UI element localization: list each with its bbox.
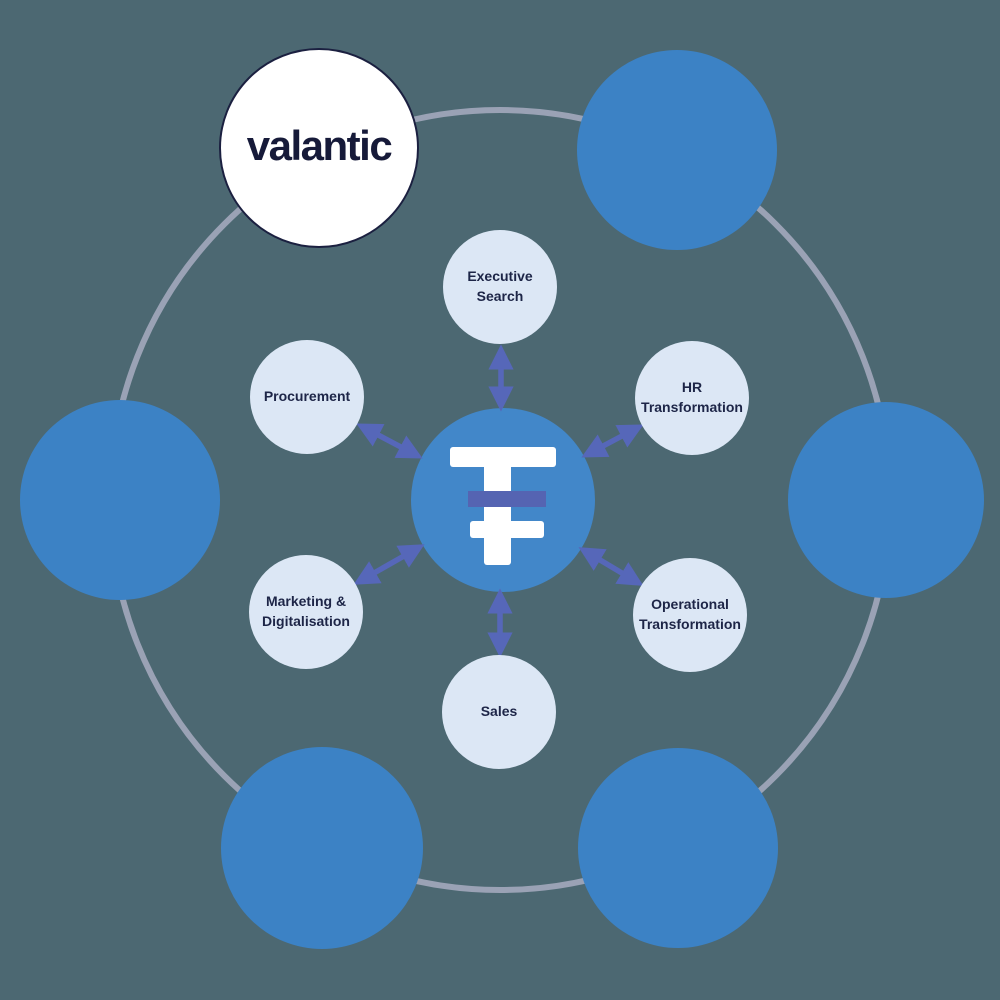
center-hub-circle — [411, 408, 595, 592]
valantic-wordmark: valantic — [246, 122, 393, 169]
satellite-operational-transformation: Operational Transformation — [633, 558, 747, 672]
arrow-center-marketing-digitalisation — [353, 544, 425, 585]
satellite-label: Executive Search — [467, 268, 533, 304]
arrow-center-procurement — [356, 423, 423, 459]
orbit-node-top-right — [577, 50, 777, 250]
satellite-sales: Sales — [442, 655, 556, 769]
satellite-procurement: Procurement — [250, 340, 364, 454]
valantic-logo-circle: valantic — [219, 48, 419, 248]
orbit-node-bottom-right — [578, 748, 778, 948]
satellite-executive-search: Executive Search — [443, 230, 557, 344]
satellite-label: HR Transformation — [641, 379, 743, 415]
satellite-hr-transformation: HR Transformation — [635, 341, 749, 455]
satellite-marketing-digitalisation: Marketing & Digitalisation — [249, 555, 363, 669]
satellite-label: Sales — [480, 703, 518, 720]
orbit-node-bottom-left — [221, 747, 423, 949]
arrow-center-operational-transformation — [578, 547, 644, 586]
arrow-center-hr-transformation — [581, 424, 644, 458]
satellite-label: Marketing & Digitalisation — [262, 593, 350, 629]
orbit-node-right — [788, 402, 984, 598]
satellite-label: Procurement — [263, 388, 351, 405]
satellite-label: Operational Transformation — [639, 596, 741, 632]
orbit-node-left — [20, 400, 220, 600]
